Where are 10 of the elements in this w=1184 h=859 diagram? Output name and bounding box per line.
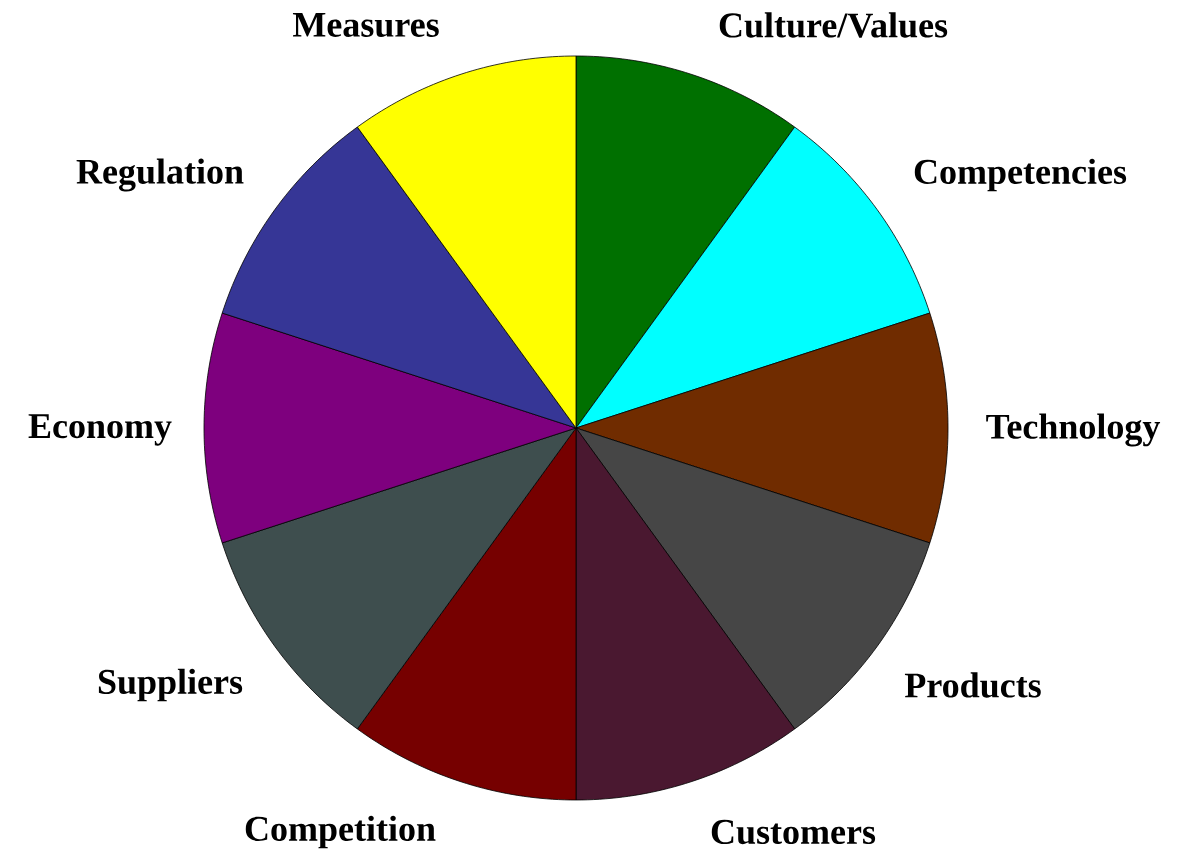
node-label: Regulation — [76, 158, 244, 192]
node-label: Technology — [986, 413, 1161, 447]
node-label: Products — [904, 672, 1041, 698]
node-label: Customers — [711, 819, 876, 845]
node-label: Competencies — [914, 158, 1127, 192]
node-label: Economy — [28, 414, 172, 446]
node-label: Suppliers — [98, 668, 243, 702]
node-label: Measures — [292, 12, 439, 37]
node-label: Culture/Values — [719, 12, 948, 38]
node-label: Competition — [245, 815, 436, 849]
